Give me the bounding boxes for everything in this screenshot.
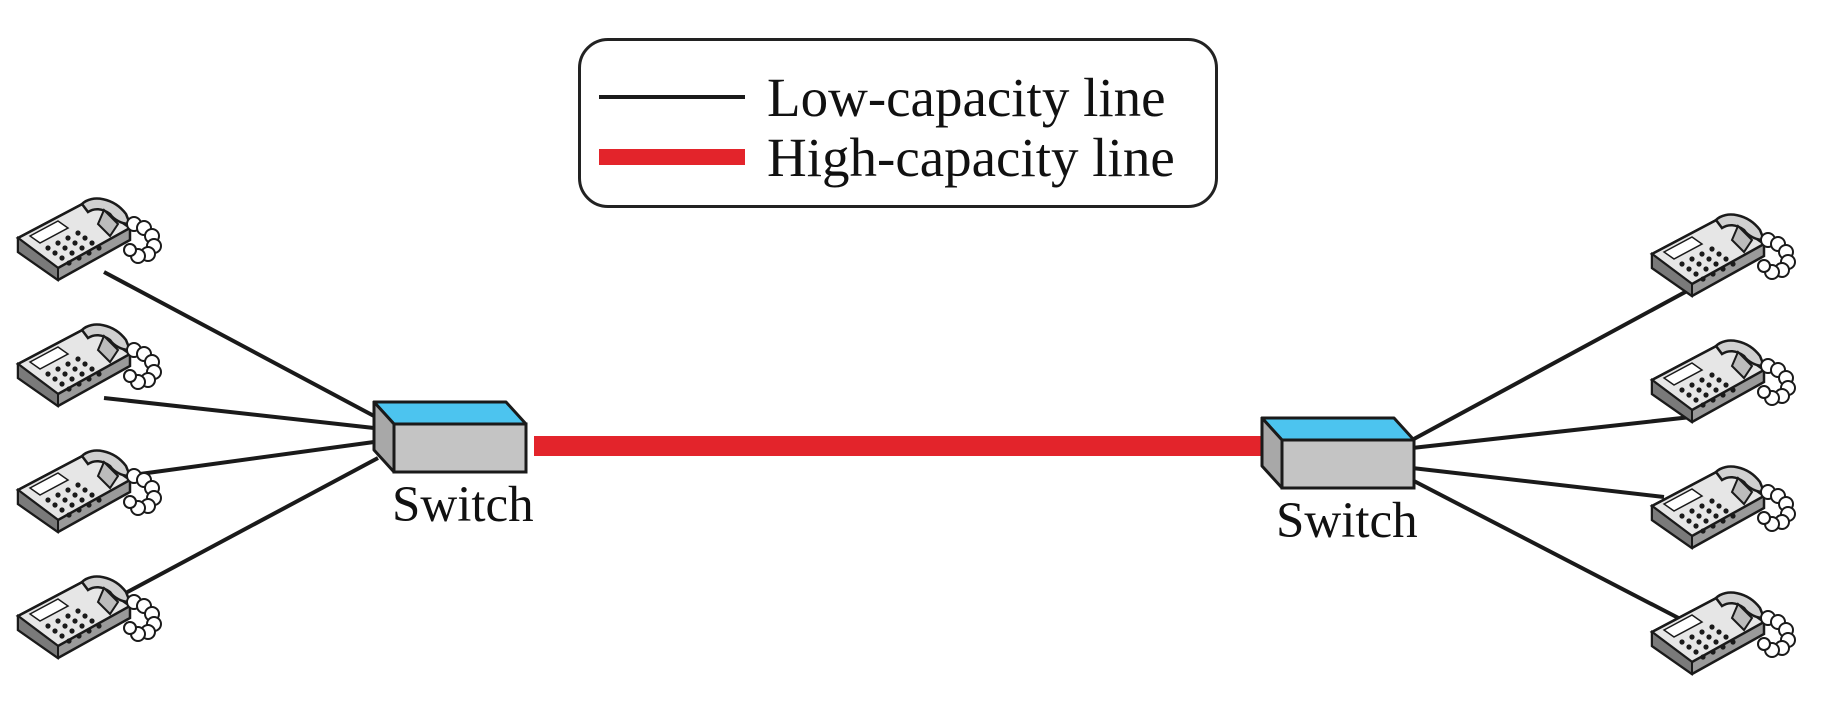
right-low-capacity-lines — [1411, 282, 1701, 626]
legend: Low-capacity line High-capacity line — [578, 38, 1218, 208]
low-capacity-line — [1411, 282, 1701, 442]
telephone-icon — [16, 323, 163, 408]
legend-high-label: High-capacity line — [767, 126, 1175, 188]
telephone-icon — [16, 449, 163, 534]
right-switch-icon — [1260, 416, 1416, 490]
telephone-icon — [1650, 465, 1797, 550]
telephone-icon — [16, 197, 163, 282]
legend-low-label: Low-capacity line — [767, 66, 1166, 128]
low-capacity-swatch — [599, 95, 745, 99]
legend-row-high: High-capacity line — [599, 127, 1175, 187]
legend-row-low: Low-capacity line — [599, 67, 1166, 127]
high-capacity-trunk-line — [534, 436, 1274, 456]
low-capacity-line — [1411, 478, 1691, 626]
left-low-capacity-lines — [103, 270, 379, 598]
low-capacity-line — [1411, 466, 1665, 499]
telephone-icon — [1650, 591, 1797, 676]
low-capacity-line — [119, 456, 379, 598]
low-capacity-line — [139, 440, 375, 476]
high-capacity-swatch — [599, 149, 745, 165]
right-switch-label: Switch — [1276, 493, 1418, 549]
low-capacity-line — [1411, 414, 1701, 450]
left-switch-label: Switch — [392, 477, 534, 533]
low-capacity-line — [103, 270, 375, 418]
telephone-icon — [16, 575, 163, 660]
left-switch-icon — [372, 400, 528, 474]
telephone-icon — [1650, 339, 1797, 424]
low-capacity-line — [103, 396, 375, 430]
telephone-icon — [1650, 213, 1797, 298]
